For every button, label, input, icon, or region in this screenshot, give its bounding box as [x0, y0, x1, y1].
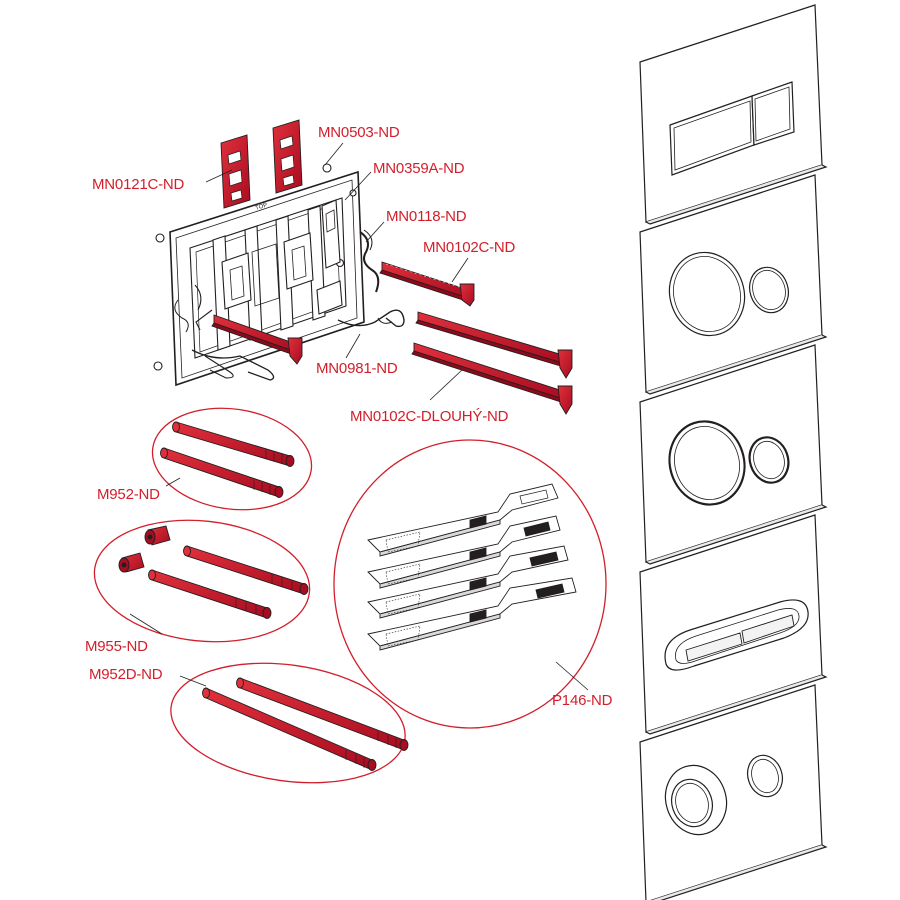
- frame-top-mark: TOP: [255, 202, 268, 211]
- flush-plate-round: [639, 174, 828, 395]
- leader-mn0118: [365, 221, 385, 243]
- part-mn0121c: [220, 134, 251, 209]
- mounting-frame: TOP: [153, 163, 405, 387]
- label-mn0981: MN0981-ND: [316, 360, 398, 377]
- part-mn0102c-long: [411, 311, 573, 415]
- part-mn0102c: [379, 261, 475, 307]
- part-mn0503: [272, 119, 303, 194]
- outline-m955: [93, 519, 311, 643]
- leader-mn0503: [324, 142, 344, 166]
- label-m952d: M952D-ND: [89, 666, 163, 683]
- flush-plate-round-offset: [639, 684, 828, 900]
- outline-p146: [333, 439, 607, 729]
- flush-plates-column: [639, 4, 828, 900]
- leader-m952d: [179, 675, 207, 687]
- leader-mn0981: [345, 333, 361, 359]
- leader-lines: [129, 142, 589, 691]
- flush-plate-rectangular: [639, 4, 828, 225]
- leader-mn0359a: [344, 171, 372, 201]
- label-m955: M955-ND: [85, 638, 148, 655]
- label-mn0118: MN0118-ND: [386, 208, 467, 225]
- leader-mn0121c: [205, 169, 233, 183]
- leader-p146: [555, 661, 589, 691]
- outline-m952d: [170, 662, 406, 784]
- red-components-top: [211, 119, 573, 415]
- shaft-parts: [118, 421, 409, 771]
- part-m952: [160, 421, 295, 498]
- label-m952: M952-ND: [97, 486, 160, 503]
- label-mn0102c-long: MN0102C-DLOUHÝ-ND: [350, 408, 509, 425]
- part-mn0102c-frame: [211, 314, 303, 365]
- flush-plate-oval: [639, 514, 828, 735]
- part-m952d: [202, 677, 409, 771]
- p146-lever-1: [367, 483, 559, 557]
- label-mn0121c: MN0121C-ND: [92, 176, 185, 193]
- part-p146: [367, 483, 577, 651]
- p146-lever-2: [367, 515, 561, 589]
- leader-mn0102c-long: [429, 369, 463, 401]
- label-p146: P146-ND: [552, 692, 613, 709]
- part-m955: [118, 525, 309, 619]
- flush-plate-round-ringed: [639, 344, 828, 565]
- leader-m955: [129, 613, 163, 635]
- outline-m952: [151, 407, 313, 511]
- label-mn0503: MN0503-ND: [318, 124, 400, 141]
- leader-mn0102c: [451, 257, 469, 283]
- label-mn0102c: MN0102C-ND: [423, 239, 516, 256]
- p146-lever-3: [367, 545, 569, 619]
- group-outlines: [93, 407, 607, 784]
- leader-m952: [165, 477, 181, 487]
- label-mn0359a: MN0359A-ND: [373, 160, 465, 177]
- p146-lever-4: [367, 577, 577, 651]
